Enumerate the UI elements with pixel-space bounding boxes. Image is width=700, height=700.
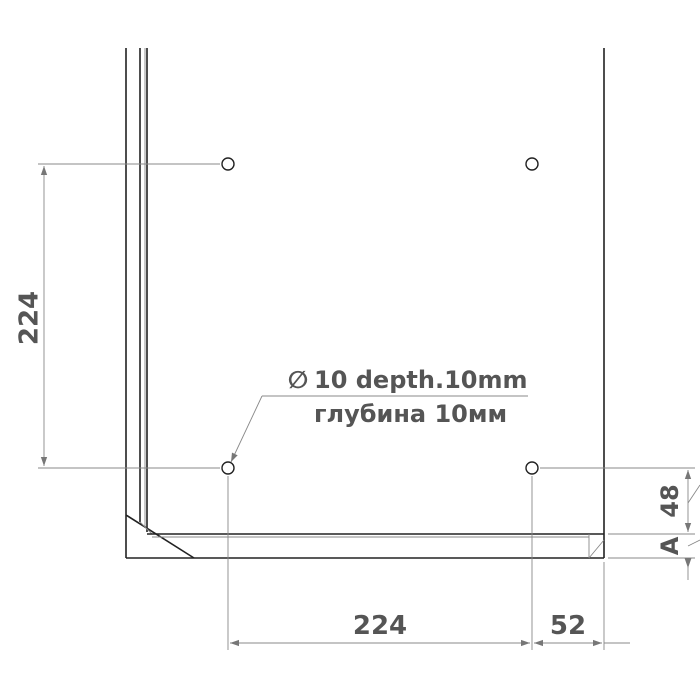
hole-bottom-left bbox=[221, 461, 235, 475]
dimension-label-horizontal: 224 bbox=[353, 611, 407, 641]
mounting-holes bbox=[221, 157, 539, 475]
dimension-label-edge-offset: 52 bbox=[550, 611, 586, 641]
dimension-label-hole-height: 48 bbox=[656, 484, 684, 517]
dimension-label-panel-thickness: A bbox=[656, 536, 684, 555]
hole-top-right bbox=[525, 157, 539, 171]
dimension-vertical-224: 224 bbox=[15, 163, 220, 469]
dimension-label-vertical: 224 bbox=[15, 291, 45, 345]
dimension-horizontal: 224 52 bbox=[227, 476, 630, 650]
hole-bottom-right bbox=[525, 461, 539, 475]
dimension-right: 48 A bbox=[540, 467, 700, 580]
callout-line-ru: глубина 10мм bbox=[314, 400, 507, 428]
hole-callout: ∅ 10 depth.10mm глубина 10мм bbox=[230, 366, 528, 463]
bottom-panel bbox=[126, 533, 605, 559]
diameter-symbol: ∅ bbox=[288, 366, 309, 394]
hole-top-left bbox=[221, 157, 235, 171]
callout-line-en: 10 depth.10mm bbox=[314, 366, 527, 394]
side-panel bbox=[125, 48, 195, 559]
